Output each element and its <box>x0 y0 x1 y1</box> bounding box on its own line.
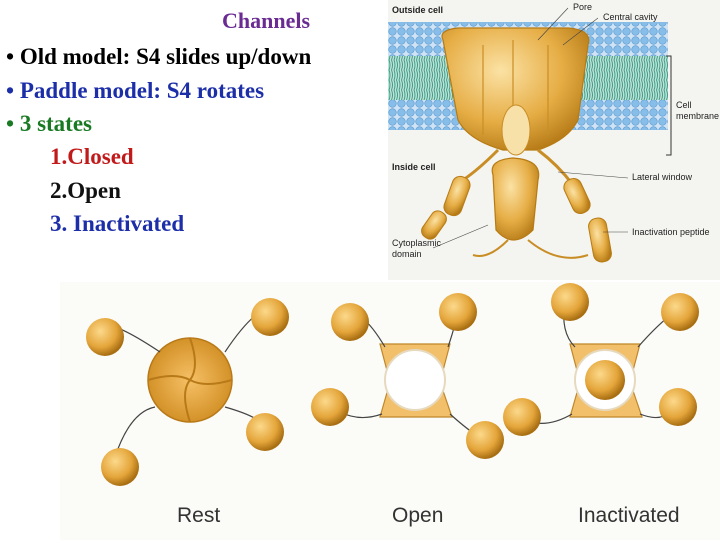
state-item-inactivated: 3. Inactivated <box>50 207 184 241</box>
label-cytoplasmic: Cytoplasmic <box>392 238 442 248</box>
state-number: 1. <box>50 144 68 169</box>
state-inactivated-graphic <box>503 283 699 436</box>
label-inside-cell: Inside cell <box>392 162 436 172</box>
state-text: Closed <box>67 144 134 169</box>
bullet-paddle-model: • Paddle model: S4 rotates <box>6 74 311 108</box>
state-item-open: 2.Open <box>50 174 184 208</box>
label-pore: Pore <box>573 2 593 12</box>
state-number: 3. <box>50 211 68 236</box>
state-list: 1.Closed 2.Open 3. Inactivated <box>50 140 184 241</box>
label-inactivation-peptide: Inactivation peptide <box>632 227 710 237</box>
state-label-rest: Rest <box>177 504 221 527</box>
bullet-list: • Old model: S4 slides up/down • Paddle … <box>6 40 311 141</box>
state-label-open: Open <box>392 504 444 527</box>
bullet-old-model: • Old model: S4 slides up/down <box>6 40 311 74</box>
label-cell-1: Cell <box>676 100 692 110</box>
channel-states-panel: Rest Open Inactivated <box>60 282 720 540</box>
bullet-text: Old model: S4 slides up/down <box>19 44 312 69</box>
label-domain: domain <box>392 249 422 259</box>
state-text: Inactivated <box>73 211 185 236</box>
state-rest-graphic <box>86 298 289 486</box>
label-central-cavity: Central cavity <box>603 12 658 22</box>
bullet-marker: • <box>6 77 15 103</box>
channel-illustration <box>388 0 720 280</box>
state-text: Open <box>67 177 121 203</box>
states-illustration <box>60 282 720 540</box>
state-label-inactivated: Inactivated <box>578 504 680 527</box>
label-membrane-2: membrane <box>676 111 720 121</box>
slide-title: Channels <box>222 8 311 33</box>
bullet-marker: • <box>6 111 15 136</box>
label-lateral-window: Lateral window <box>632 172 693 182</box>
state-item-closed: 1.Closed <box>50 140 184 174</box>
state-number: 2. <box>50 177 68 203</box>
channel-structure-diagram: Outside cell Pore Central cavity Cell me… <box>388 0 720 280</box>
bullet-text: 3 states <box>19 111 92 136</box>
label-outside-cell: Outside cell <box>392 5 444 15</box>
state-open-graphic <box>311 293 504 459</box>
bullet-text: Paddle model: S4 rotates <box>19 77 265 103</box>
bullet-marker: • <box>6 44 15 69</box>
bullet-three-states: • 3 states <box>6 107 311 141</box>
